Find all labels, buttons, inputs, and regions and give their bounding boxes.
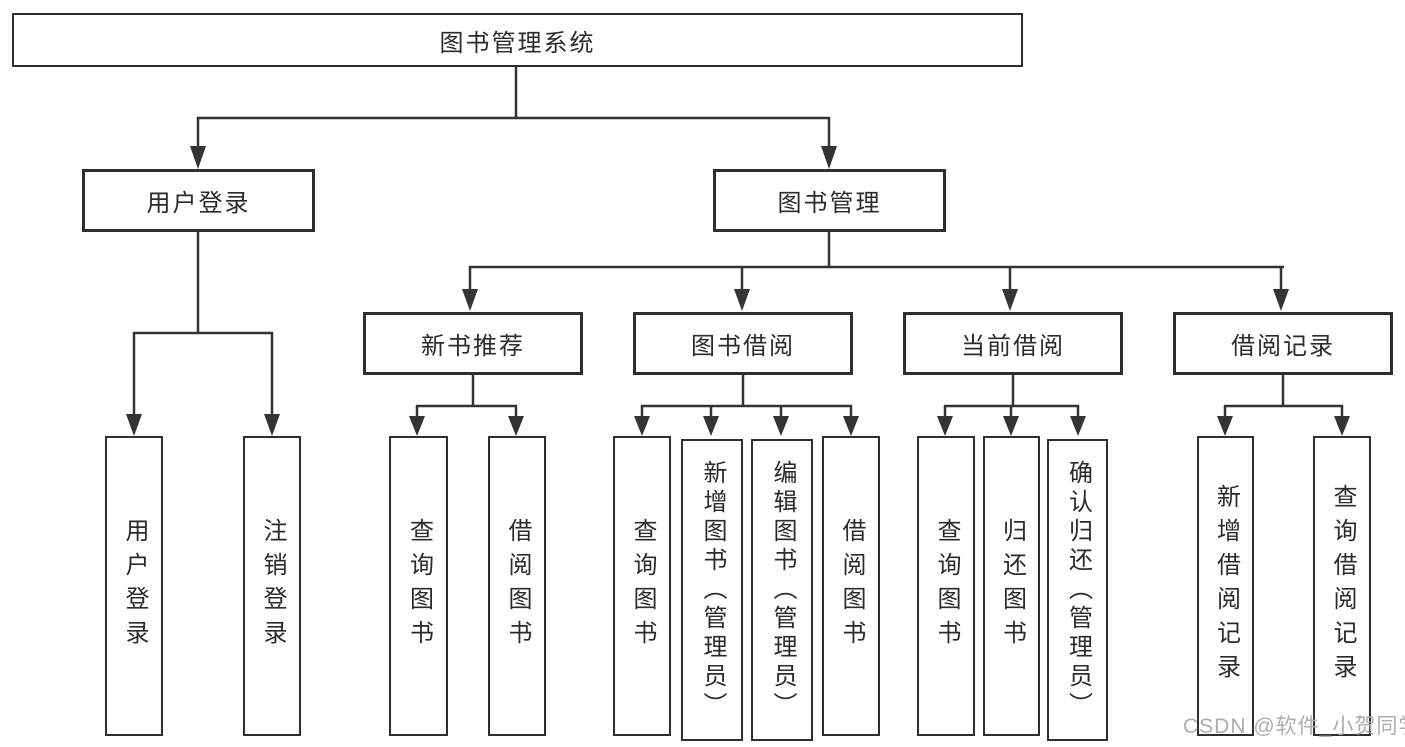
- arrowhead-down: [703, 416, 719, 436]
- node-module-book-borrow: 图书借阅: [633, 312, 853, 375]
- node-leaf-cur-return-books-label: 归还图书: [998, 518, 1026, 654]
- arrowhead-down: [462, 289, 478, 311]
- arrowhead-down: [1070, 416, 1086, 436]
- arrowhead-down: [634, 416, 650, 436]
- arrowhead-down: [264, 414, 280, 436]
- node-leaf-bor-borrow-books: 借阅图书: [822, 436, 880, 736]
- node-module-book-borrow-label: 图书借阅: [691, 333, 795, 360]
- connector-book-mgmt-to-modules: [462, 232, 1289, 311]
- arrowhead-down: [937, 416, 953, 436]
- node-leaf-cur-query-books-label: 查询图书: [933, 518, 960, 654]
- arrowhead-down: [1334, 416, 1350, 436]
- arrowhead-down: [126, 414, 142, 436]
- node-leaf-bor-edit-books-label: 编辑图书（管理员）: [769, 459, 796, 721]
- arrowhead-down: [1217, 416, 1233, 436]
- node-leaf-logout-label: 注销登录: [259, 518, 286, 654]
- node-leaf-rec-borrow-books: 借阅图书: [488, 436, 546, 736]
- node-module-current-borrow: 当前借阅: [903, 312, 1123, 375]
- arrowhead-down: [508, 416, 524, 436]
- arrowhead-down: [734, 289, 750, 311]
- node-leaf-user-login: 用户登录: [105, 436, 163, 736]
- csdn-watermark: CSDN @软件_小贺同学: [1183, 715, 1405, 738]
- node-leaf-bor-query-books: 查询图书: [613, 436, 671, 736]
- connector-book-borrow-to-leaves: [634, 375, 859, 436]
- arrowhead-down: [1002, 289, 1018, 311]
- node-leaf-add-borrow-record: 新增借阅记录: [1197, 436, 1254, 736]
- arrowhead-down: [1273, 289, 1289, 311]
- node-system-root: 图书管理系统: [12, 13, 1023, 67]
- node-module-borrow-records-label: 借阅记录: [1231, 333, 1335, 360]
- node-leaf-rec-borrow-books-label: 借阅图书: [504, 518, 531, 654]
- node-leaf-user-login-label: 用户登录: [121, 518, 148, 654]
- node-leaf-add-borrow-record-label: 新增借阅记录: [1212, 484, 1240, 688]
- node-leaf-bor-query-books-label: 查询图书: [629, 518, 656, 654]
- node-module-new-book-rec: 新书推荐: [363, 312, 583, 375]
- arrowhead-down: [190, 146, 206, 169]
- node-module-new-book-rec-label: 新书推荐: [421, 333, 525, 360]
- node-leaf-bor-edit-books: 编辑图书（管理员）: [751, 439, 813, 741]
- connector-user-login-to-leaves: [126, 232, 280, 436]
- connector-borrow-records-to-leaves: [1217, 375, 1350, 436]
- node-system-root-label: 图书管理系统: [439, 29, 596, 57]
- node-branch-book-mgmt-label: 图书管理: [777, 190, 882, 217]
- arrowhead-down: [821, 146, 837, 169]
- arrowhead-down: [1003, 416, 1019, 436]
- connector-root-to-branches: [190, 66, 837, 169]
- node-branch-user-login-label: 用户登录: [146, 190, 251, 217]
- node-branch-book-mgmt: 图书管理: [713, 169, 946, 232]
- arrowhead-down: [773, 416, 789, 436]
- connector-current-borrow-to-leaves: [937, 375, 1086, 436]
- connector-new-book-rec-to-leaves: [409, 375, 524, 436]
- node-leaf-cur-confirm-return: 确认归还（管理员）: [1047, 439, 1108, 741]
- node-leaf-cur-confirm-return-label: 确认归还（管理员）: [1064, 459, 1092, 721]
- node-leaf-cur-return-books: 归还图书: [983, 436, 1040, 736]
- node-leaf-query-borrow-record: 查询借阅记录: [1313, 436, 1371, 736]
- node-leaf-logout: 注销登录: [243, 436, 301, 736]
- node-module-borrow-records: 借阅记录: [1173, 312, 1393, 375]
- node-leaf-cur-query-books: 查询图书: [917, 436, 975, 736]
- node-leaf-query-borrow-record-label: 查询借阅记录: [1329, 484, 1356, 688]
- node-leaf-bor-add-books: 新增图书（管理员）: [681, 439, 743, 741]
- arrowhead-down: [843, 416, 859, 436]
- node-leaf-bor-add-books-label: 新增图书（管理员）: [699, 459, 726, 721]
- node-leaf-rec-query-books-label: 查询图书: [405, 518, 433, 654]
- arrowhead-down: [409, 416, 425, 436]
- node-leaf-bor-borrow-books-label: 借阅图书: [838, 518, 865, 654]
- node-branch-user-login: 用户登录: [82, 169, 315, 232]
- node-leaf-rec-query-books: 查询图书: [389, 436, 448, 736]
- node-module-current-borrow-label: 当前借阅: [961, 333, 1065, 360]
